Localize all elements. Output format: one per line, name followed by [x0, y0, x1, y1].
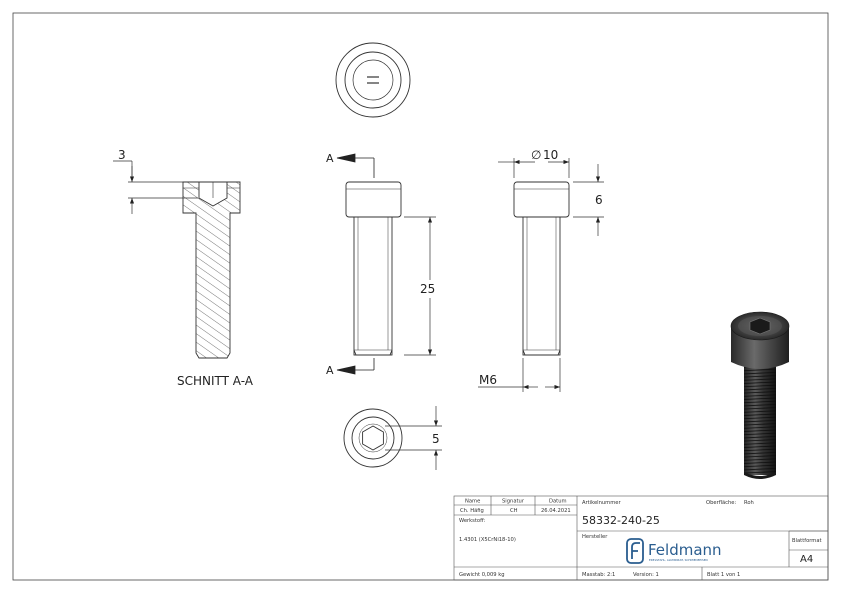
dim-length-value: 25 — [420, 282, 435, 296]
section-marker-bottom: A — [326, 364, 334, 377]
tb-datum: 26.04.2021 — [541, 508, 571, 514]
tb-signatur: CH — [510, 508, 518, 514]
dim-length — [404, 216, 436, 356]
section-title: SCHNITT A-A — [177, 374, 254, 388]
tb-werkstoff-label: Werkstoff: — [459, 518, 486, 524]
company-logo: Feldmann EDELSTAHL, ALUMINIUM, SCHMIEDEE… — [626, 538, 722, 564]
dim-head-section-value: 3 — [118, 148, 126, 162]
dim-diameter — [498, 158, 570, 178]
tb-header-name: Name — [465, 499, 480, 505]
section-view — [182, 181, 241, 359]
tb-oberflaeche: Roh — [744, 500, 754, 506]
dim-head-section — [113, 160, 198, 214]
company-tagline: EDELSTAHL, ALUMINIUM, SCHMIEDEEISEN — [649, 558, 708, 562]
tb-massstab: Masstab: 2:1 — [582, 572, 615, 578]
dim-head-height — [573, 164, 604, 236]
bolt-render — [730, 311, 790, 479]
title-block — [453, 495, 829, 581]
tb-blatt: Blatt 1 von 1 — [707, 572, 740, 578]
top-view — [335, 42, 411, 118]
tb-oberflaeche-label: Oberfläche: — [706, 500, 736, 506]
dim-head-height-value: 6 — [595, 193, 603, 207]
tb-header-datum: Datum — [549, 499, 567, 505]
dim-hex — [385, 406, 442, 470]
tb-gewicht: Gewicht 0,009 kg — [459, 572, 505, 578]
tb-version: Version: 1 — [633, 572, 659, 578]
dim-hex-value: 5 — [432, 432, 440, 446]
tb-hersteller-label: Hersteller — [582, 534, 608, 540]
side-view — [513, 181, 570, 356]
front-view — [345, 181, 402, 356]
section-arrow-bottom — [336, 358, 375, 375]
tb-blattformat: A4 — [800, 554, 813, 565]
dim-thread — [478, 358, 561, 392]
tb-artikelnummer-label: Artikelnummer — [582, 500, 621, 506]
dim-diameter-value: 10 — [543, 148, 558, 162]
dim-diameter-symbol: ∅ — [531, 148, 541, 162]
tb-header-signatur: Signatur — [502, 499, 525, 505]
section-marker-top: A — [326, 152, 334, 165]
tb-blattformat-label: Blattformat — [792, 538, 822, 544]
dim-thread-value: M6 — [479, 373, 497, 387]
tb-name: Ch. Häfig — [460, 508, 484, 514]
section-arrow-top — [336, 153, 375, 178]
tb-artikelnummer: 58332-240-25 — [582, 514, 660, 527]
tb-werkstoff: 1.4301 (X5CrNi18-10) — [459, 537, 516, 543]
sheet-border — [12, 12, 829, 581]
bottom-view — [343, 408, 403, 468]
company-name: Feldmann — [648, 541, 722, 559]
